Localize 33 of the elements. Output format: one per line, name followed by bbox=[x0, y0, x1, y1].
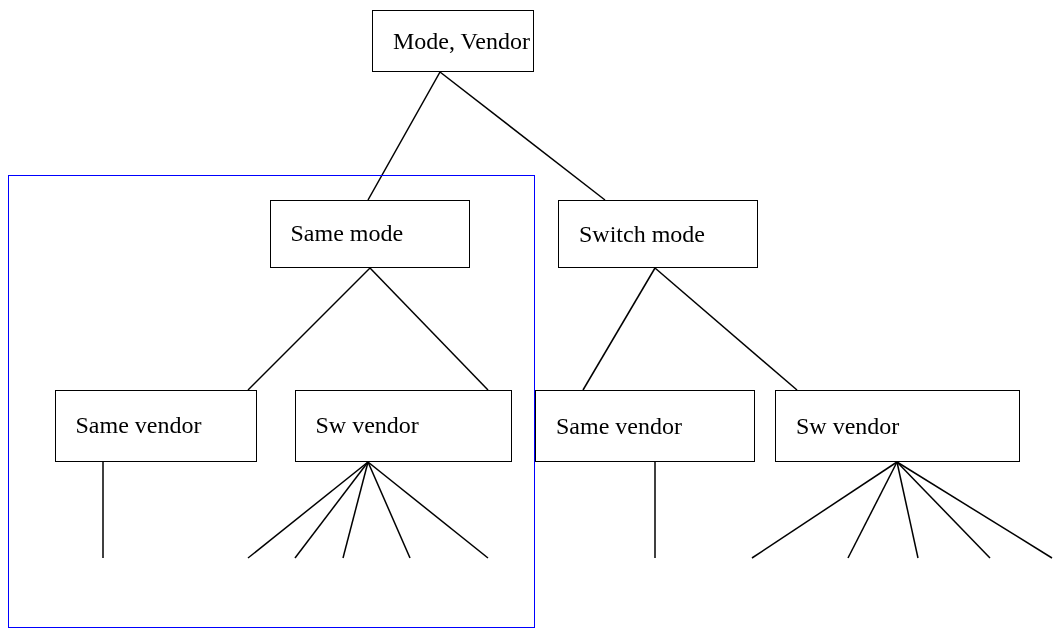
tree-branch-line bbox=[896, 461, 991, 559]
tree-node-box bbox=[294, 389, 512, 462]
tree-branch-line bbox=[367, 71, 441, 201]
tree-branch-line bbox=[751, 461, 898, 559]
tree-branch-line bbox=[294, 461, 369, 559]
tree-node-box bbox=[558, 200, 758, 268]
tree-branch-line bbox=[102, 461, 104, 559]
tree-branch-line bbox=[896, 461, 919, 559]
node-label: Switch mode bbox=[578, 220, 705, 248]
tree-node-box bbox=[775, 390, 1020, 462]
tree-branch-line bbox=[582, 267, 656, 391]
tree-branch-line bbox=[847, 461, 898, 559]
node-label: Mode, Vendor bbox=[392, 27, 530, 55]
tree-branch-line bbox=[342, 461, 369, 559]
tree-branch-line bbox=[369, 267, 489, 391]
tree-branch-line bbox=[654, 461, 656, 559]
node-label: Sw vendor bbox=[314, 412, 419, 439]
tree-branch-line bbox=[247, 267, 371, 391]
tree-branch-line bbox=[896, 461, 1053, 559]
tree-node-box bbox=[54, 389, 257, 462]
group-frame bbox=[8, 175, 535, 628]
tree-branch-line bbox=[367, 461, 489, 559]
node-label: Sw vendor bbox=[795, 412, 900, 440]
node-label: Same vendor bbox=[74, 412, 202, 439]
node-label: Same vendor bbox=[555, 412, 682, 440]
tree-node-box bbox=[535, 390, 755, 462]
node-label: Same mode bbox=[289, 220, 404, 247]
tree-branch-line bbox=[439, 71, 606, 201]
tree-node-box bbox=[372, 10, 534, 72]
tree-branch-line bbox=[247, 461, 369, 559]
tree-node-box bbox=[269, 199, 470, 268]
tree-branch-line bbox=[367, 461, 411, 559]
tree-branch-line bbox=[654, 267, 798, 391]
